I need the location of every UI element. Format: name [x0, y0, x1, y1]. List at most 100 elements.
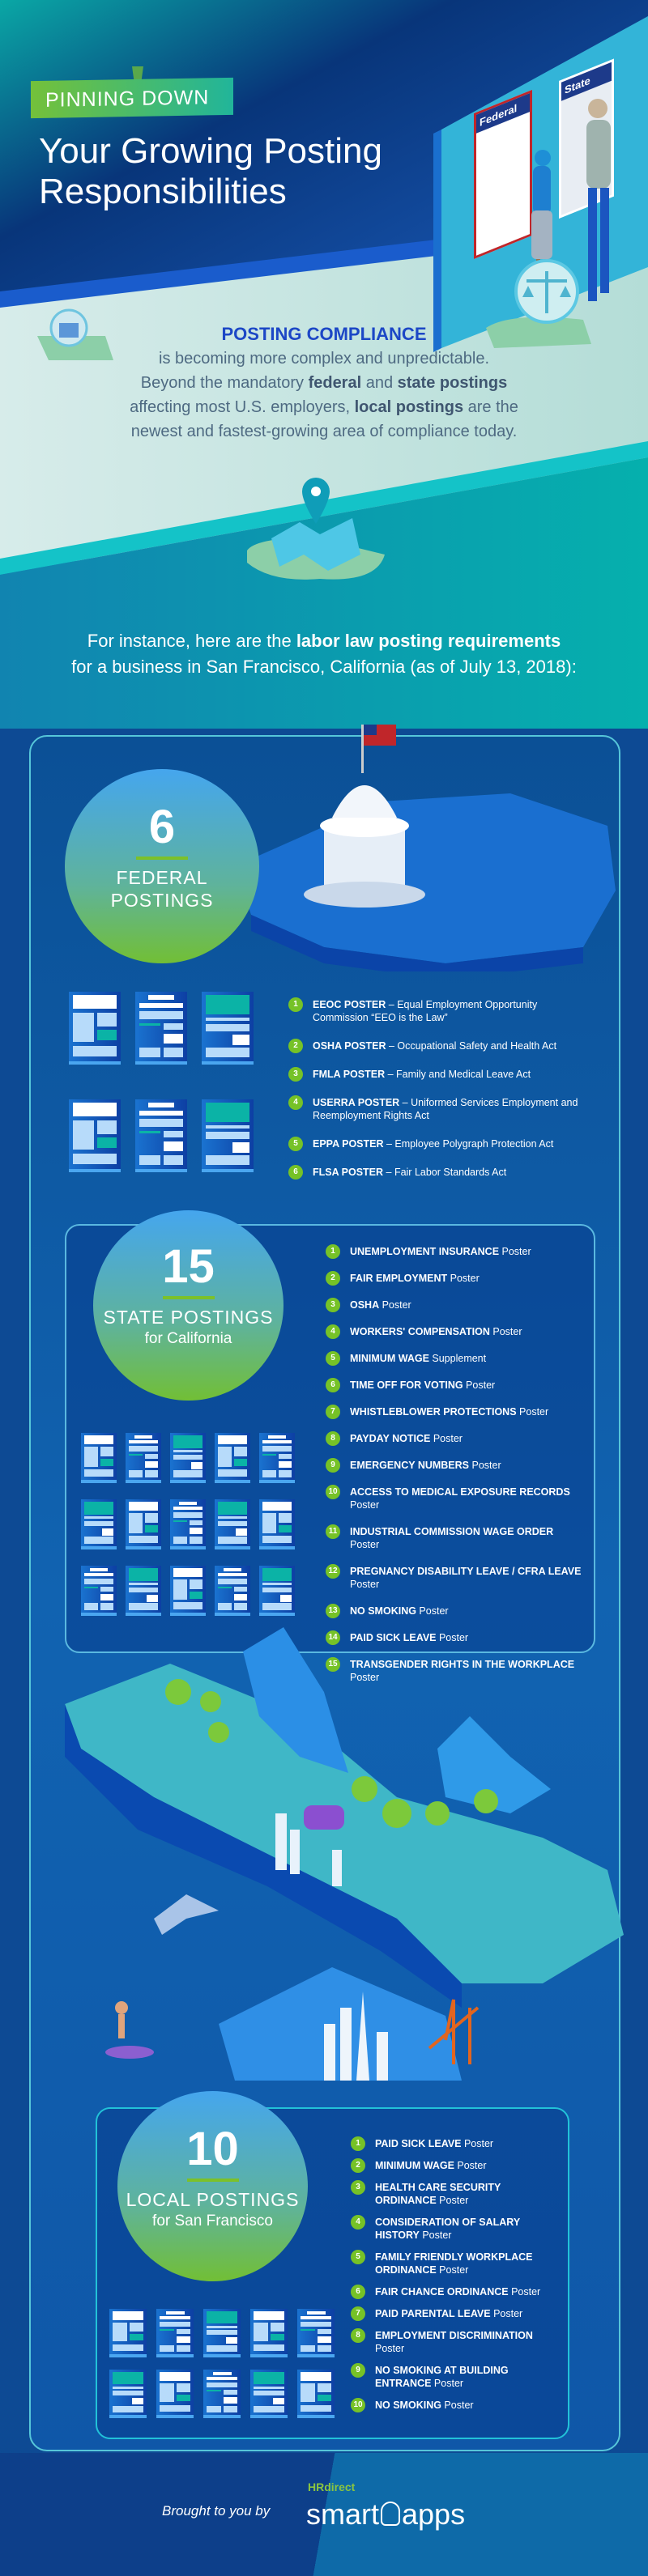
number-badge: 1 — [288, 997, 303, 1012]
poster-block — [271, 2322, 285, 2332]
poster-block — [217, 1579, 248, 1585]
poster-block — [234, 1458, 248, 1466]
federal-label: FEDERAL — [116, 867, 208, 888]
poster-block — [271, 2333, 285, 2341]
poster-block — [234, 1593, 248, 1601]
poster-block — [262, 1536, 292, 1543]
posting-name: HEALTH CARE SECURITY ORDINANCE — [375, 2182, 501, 2206]
text: are the — [463, 398, 518, 416]
number-badge: 3 — [351, 2180, 365, 2195]
poster-block — [112, 2391, 144, 2395]
poster-icon — [109, 2370, 147, 2418]
poster-block — [318, 2336, 332, 2343]
poster-block — [73, 1046, 117, 1056]
posting-description: Poster — [490, 2308, 523, 2319]
posting-description: Poster — [379, 1299, 411, 1311]
poster-icon — [156, 2309, 194, 2357]
number-badge: 2 — [351, 2158, 365, 2173]
poster-block — [262, 1470, 277, 1477]
poster-block — [224, 2405, 238, 2412]
poster-block — [318, 2383, 332, 2392]
posting-name: ACCESS TO MEDICAL EXPOSURE RECORDS — [350, 1486, 570, 1498]
divider — [136, 857, 188, 860]
poster-block — [139, 1119, 183, 1128]
posting-name: NO SMOKING — [375, 2400, 441, 2411]
number-badge: 3 — [326, 1298, 340, 1312]
map-pin-icon — [247, 478, 385, 580]
poster-block — [90, 1567, 108, 1571]
posting-name: MINIMUM WAGE — [375, 2160, 454, 2171]
posting-description: Poster — [441, 2400, 474, 2411]
poster-block — [279, 1513, 292, 1523]
posting-name: EPPA POSTER — [313, 1138, 384, 1150]
poster-block — [159, 2321, 191, 2327]
state-count-bubble: 15 STATE POSTINGS for California — [93, 1210, 284, 1401]
poster-block — [164, 1130, 183, 1138]
poster-block — [206, 1132, 249, 1139]
poster-icon — [259, 1433, 295, 1483]
number-badge: 3 — [288, 1067, 303, 1082]
poster-block — [206, 2390, 222, 2392]
lightbulb-icon — [381, 2502, 400, 2526]
poster-block — [100, 1447, 114, 1456]
poster-block — [262, 1454, 277, 1456]
posting-name: INDUSTRIAL COMMISSION WAGE ORDER — [350, 1526, 554, 1537]
poster-block — [139, 1110, 183, 1116]
poster-icon — [109, 2309, 147, 2357]
number-badge: 2 — [288, 1039, 303, 1053]
poster-block — [262, 1440, 292, 1444]
posting-name: PREGNANCY DISABILITY LEAVE / CFRA LEAVE — [350, 1566, 582, 1577]
poster-icon — [69, 1099, 121, 1172]
number-badge: 4 — [288, 1095, 303, 1110]
state-count: 15 — [162, 1240, 215, 1293]
posting-description: Poster — [419, 2230, 452, 2241]
poster-block — [177, 2336, 191, 2343]
posting-name: PAID PARENTAL LEAVE — [375, 2308, 491, 2319]
poster-block — [262, 1501, 292, 1511]
state-poster-icons — [81, 1433, 308, 1627]
poster-block — [83, 1435, 114, 1445]
poster-block — [73, 1154, 117, 1164]
paragraph-line: is becoming more complex and unpredictab… — [159, 350, 489, 368]
poster-block — [262, 1588, 292, 1593]
number-badge: 6 — [288, 1165, 303, 1180]
posting-description: – Family and Medical Leave Act — [385, 1069, 531, 1080]
posting-description: – Occupational Safety and Health Act — [386, 1040, 557, 1052]
us-map-capitol-illustration — [235, 725, 616, 971]
poster-block — [206, 1047, 249, 1057]
poster-block — [159, 2383, 175, 2403]
number-badge: 13 — [326, 1604, 340, 1618]
number-badge: 1 — [351, 2136, 365, 2151]
poster-block — [128, 1501, 159, 1511]
intro-line-1: For instance, here are the labor law pos… — [0, 628, 648, 654]
poster-block — [100, 1603, 114, 1610]
poster-block — [217, 1469, 248, 1477]
number-badge: 2 — [326, 1271, 340, 1286]
posting-name: OSHA POSTER — [313, 1040, 386, 1052]
poster-block — [262, 1603, 292, 1610]
poster-block — [262, 1513, 277, 1533]
poster-icon — [81, 1433, 117, 1483]
poster-block — [190, 1579, 203, 1589]
poster-block — [128, 1588, 159, 1593]
posting-description: Poster — [454, 2160, 487, 2171]
poster-block — [159, 2404, 191, 2412]
intro-text: For instance, here are the labor law pos… — [0, 628, 648, 680]
number-badge: 9 — [351, 2363, 365, 2378]
poster-block — [217, 1501, 248, 1515]
poster-block — [253, 2405, 285, 2412]
poster-block — [173, 1520, 188, 1523]
poster-block — [139, 1154, 160, 1165]
poster-block — [165, 2310, 185, 2315]
poster-block — [112, 2310, 144, 2320]
text: Beyond the mandatory — [140, 374, 309, 392]
